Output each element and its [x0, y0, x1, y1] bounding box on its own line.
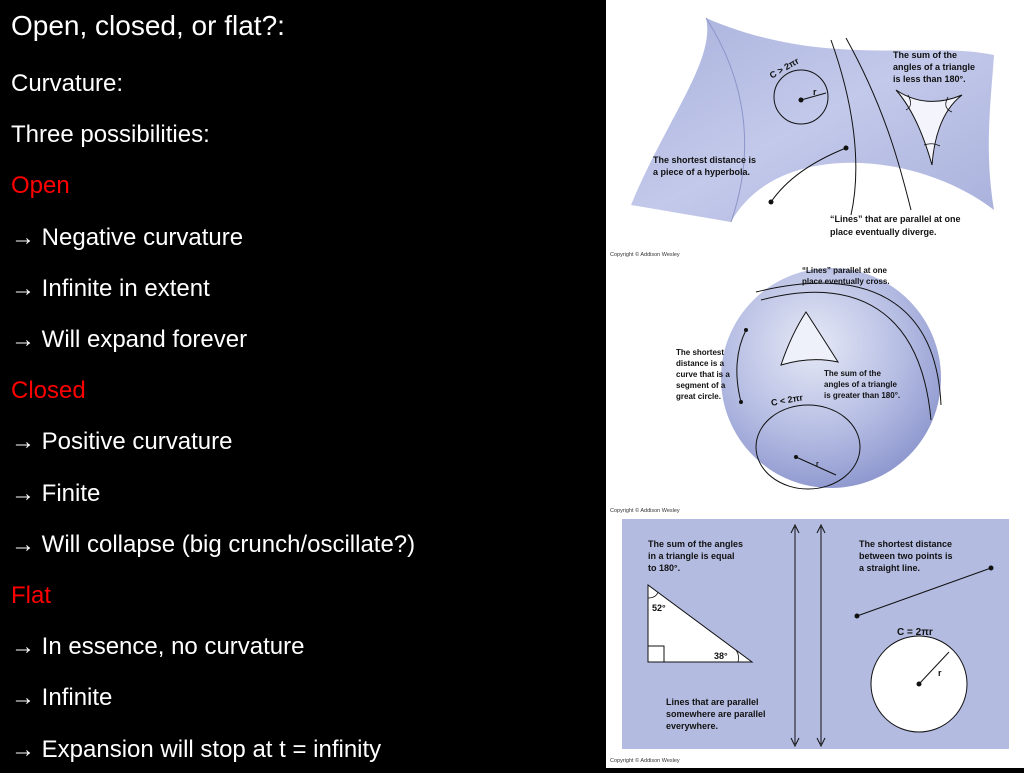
arrow-icon: →: [11, 736, 35, 763]
arrow-icon: →: [11, 684, 35, 711]
bullet-item: → Negative curvature: [11, 224, 243, 252]
sphere-angle-sum-label: The sum of the angles of a triangle is g…: [824, 369, 900, 400]
sphere-copyright: Copyright © Addison Wesley: [610, 507, 680, 514]
hyper-circle: [773, 69, 829, 125]
arrow-icon: →: [11, 275, 35, 302]
spherical-figure: r C < 2πr “Lines” parallel at one place …: [610, 266, 942, 514]
arrow-icon: →: [11, 480, 35, 507]
bullet-item: → Expansion will stop at t = infinity: [11, 736, 381, 764]
curvature-figures: r C > 2πr The sum of the angles of a tri…: [610, 17, 1009, 764]
flat-copyright: Copyright © Addison Wesley: [610, 757, 680, 764]
hyper-angle-arc-1: [905, 94, 911, 111]
arrow-icon: →: [11, 531, 35, 558]
hyper-angle-sum-label: The sum of the angles of a triangle is l…: [893, 50, 978, 84]
flat-arrowheads: [790, 523, 826, 748]
line-text: In essence, no curvature: [41, 633, 305, 660]
flat-angle-sum-label: The sum of the angles in a triangle is e…: [648, 539, 746, 573]
flat-shortest-label: The shortest distance between two points…: [859, 539, 955, 573]
flat-figure: 52° 38° r C = 2πr The sum of the angles …: [610, 519, 1009, 764]
section-heading: Open: [11, 172, 70, 200]
hyper-angle-arc-2: [945, 96, 953, 113]
flat-angle-arc-a: [647, 591, 659, 599]
hyper-angle-arc-3: [923, 143, 941, 147]
sphere-triangle: [780, 311, 840, 366]
line-text: Will collapse (big crunch/oscillate?): [41, 531, 416, 558]
line-text: Infinite: [41, 684, 113, 711]
bullet-item: → Will collapse (big crunch/oscillate?): [11, 531, 415, 559]
sphere-center-dot: [794, 455, 798, 459]
hyper-parallel-label: “Lines” that are parallel at one place e…: [830, 214, 963, 237]
sphere-geodesic-end-1: [744, 328, 748, 332]
saddle-surface: [631, 18, 994, 222]
flat-center-dot: [916, 681, 922, 687]
section-heading: Flat: [11, 582, 51, 610]
line-text: Open: [11, 172, 70, 199]
hyper-radius-label: r: [813, 87, 817, 97]
flat-segment: [856, 567, 992, 617]
hyper-geodesic-end-2: [768, 199, 774, 205]
line-text: Finite: [41, 480, 101, 507]
line-text: Will expand forever: [41, 326, 248, 353]
sphere-geodesic-end-2: [739, 400, 743, 404]
flat-radius-label: r: [938, 668, 942, 678]
flat-radius: [918, 651, 950, 685]
text-column: Open, closed, or flat?: Curvature: Three …: [11, 10, 416, 764]
sphere-circumference: C < 2πr: [770, 392, 804, 408]
arrow-icon: →: [11, 633, 35, 660]
line-text: Three possibilities:: [11, 121, 210, 148]
hyper-shortest-label: The shortest distance is a piece of a hy…: [653, 155, 759, 177]
line-text: Closed: [11, 377, 86, 404]
arrow-icon: →: [11, 428, 35, 455]
line-text: Infinite in extent: [41, 275, 210, 302]
flat-angle-a-label: 52°: [652, 603, 666, 613]
bullet-item: → Will expand forever: [11, 326, 247, 354]
line-text: Flat: [11, 582, 52, 609]
diverging-line-1: [830, 39, 857, 216]
saddle-fold: [705, 17, 746, 223]
slide-title: Open, closed, or flat?:: [11, 10, 285, 41]
sphere-radius-label: r: [816, 461, 819, 468]
bullet-item: → Infinite: [11, 684, 112, 712]
diverging-line-2: [845, 37, 912, 211]
arrow-icon: →: [11, 326, 35, 353]
flat-segment-end-2: [988, 565, 994, 571]
sphere-shortest-label: The shortest distance is a curve that is…: [676, 348, 732, 401]
sphere-radius: [795, 456, 837, 476]
flat-segment-end-1: [854, 613, 860, 619]
flat-angle-arc-b: [735, 649, 740, 663]
sphere-circle: [755, 404, 861, 490]
line-text: Positive curvature: [41, 428, 233, 455]
flat-triangle: [647, 584, 754, 663]
sphere-great-circle-2: [755, 282, 942, 406]
flat-circumference: C = 2πr: [897, 627, 933, 638]
bullet-item: → Positive curvature: [11, 428, 232, 456]
section-heading: Closed: [11, 377, 86, 405]
hyper-geodesic-end-1: [843, 145, 849, 151]
sphere: [721, 268, 941, 488]
hyper-triangle: [895, 89, 963, 166]
arrow-icon: →: [11, 224, 35, 251]
hyper-radius: [800, 92, 827, 101]
section-heading: Curvature:: [11, 70, 123, 98]
line-text: Expansion will stop at t = infinity: [41, 736, 382, 763]
bullet-item: → Infinite in extent: [11, 275, 210, 303]
hyper-center-dot: [798, 97, 804, 103]
hyper-geodesic: [770, 147, 847, 203]
sphere-great-circle-1: [760, 291, 932, 421]
bullet-item: → In essence, no curvature: [11, 633, 305, 661]
line-text: Negative curvature: [41, 224, 244, 251]
sphere-parallel-label: “Lines” parallel at one place eventually…: [802, 266, 890, 286]
hyper-copyright: Copyright © Addison Wesley: [610, 251, 680, 258]
flat-parallel-label: Lines that are parallel somewhere are pa…: [666, 697, 768, 731]
bullet-item: → Finite: [11, 480, 100, 508]
hyperbolic-figure: r C > 2πr The sum of the angles of a tri…: [610, 17, 994, 258]
flat-right-angle: [647, 645, 665, 663]
section-heading: Three possibilities:: [11, 121, 210, 149]
sphere-geodesic: [736, 329, 747, 403]
flat-angle-b-label: 38°: [714, 651, 728, 661]
line-text: Curvature:: [11, 70, 124, 97]
figure-column: r C > 2πr The sum of the angles of a tri…: [606, 0, 1024, 768]
